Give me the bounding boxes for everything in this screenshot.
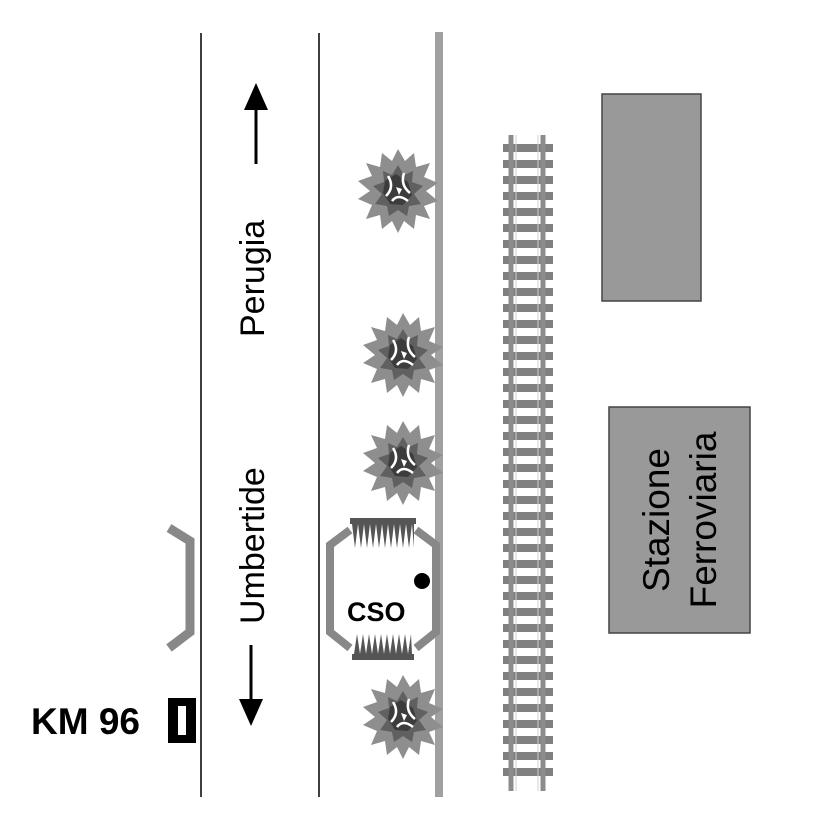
- tree-icon: [361, 419, 445, 507]
- railway-sleeper: [503, 544, 553, 552]
- railway-sleeper: [503, 496, 553, 504]
- railway-sleeper: [503, 688, 553, 696]
- railway-sleeper: [503, 624, 553, 632]
- railway-sleeper: [503, 560, 553, 568]
- railway-sleeper: [503, 736, 553, 744]
- railway-sleeper: [503, 448, 553, 456]
- station-building: Stazione Ferroviaria: [608, 406, 751, 634]
- railway-sleeper: [503, 352, 553, 360]
- railway-sleeper: [503, 464, 553, 472]
- railway-sleeper: [503, 224, 553, 232]
- direction-label-south: Umbertide: [234, 467, 272, 624]
- railway-track: [503, 135, 553, 791]
- railway-sleeper: [503, 576, 553, 584]
- cso-top-grille: [350, 518, 416, 548]
- km-post-icon: [168, 698, 196, 743]
- railway-sleeper: [503, 672, 553, 680]
- arrow-down-icon: [239, 645, 263, 726]
- railway-sleeper: [503, 752, 553, 760]
- station-label-line1: Stazione: [636, 448, 677, 592]
- railway-sleeper: [503, 416, 553, 424]
- railway-sleeper: [503, 160, 553, 168]
- cso-bottom-grille: [352, 634, 414, 660]
- railway-sleeper: [503, 400, 553, 408]
- railway-sleeper: [503, 704, 553, 712]
- railway-sleeper: [503, 208, 553, 216]
- direction-label-north: Perugia: [234, 220, 272, 337]
- railway-sleeper: [503, 432, 553, 440]
- cso-label: CSO: [347, 597, 406, 627]
- railway-sleeper: [503, 480, 553, 488]
- railway-sleeper: [503, 656, 553, 664]
- railway-sleeper: [503, 304, 553, 312]
- railway-sleeper: [503, 336, 553, 344]
- km-marker-label: KM 96: [31, 701, 140, 742]
- arrow-up-icon: [244, 83, 268, 164]
- railway-sleeper: [503, 768, 553, 776]
- railway-sleeper: [503, 240, 553, 248]
- left-roadside-bay: [166, 524, 195, 652]
- tree-icon: [361, 311, 445, 399]
- building-upper: [601, 93, 702, 302]
- railway-sleeper: [503, 640, 553, 648]
- railway-sleeper: [503, 288, 553, 296]
- railway-sleeper: [503, 320, 553, 328]
- tree-icon: [361, 673, 445, 761]
- railway-sleeper: [503, 384, 553, 392]
- railway-sleeper: [503, 528, 553, 536]
- tree-icon: [356, 147, 440, 235]
- railway-sleeper: [503, 592, 553, 600]
- railway-sleeper: [503, 144, 553, 152]
- railway-sleeper: [503, 272, 553, 280]
- railway-sleeper: [503, 512, 553, 520]
- railway-sleeper: [503, 256, 553, 264]
- railway-sleeper: [503, 608, 553, 616]
- railway-sleeper: [503, 192, 553, 200]
- station-label-line2: Ferroviaria: [683, 431, 724, 608]
- railway-sleeper: [503, 720, 553, 728]
- cso-sensor-dot: [414, 573, 430, 589]
- railway-sleeper: [503, 368, 553, 376]
- railway-sleeper: [503, 176, 553, 184]
- cso-enclosure: CSO: [326, 518, 440, 660]
